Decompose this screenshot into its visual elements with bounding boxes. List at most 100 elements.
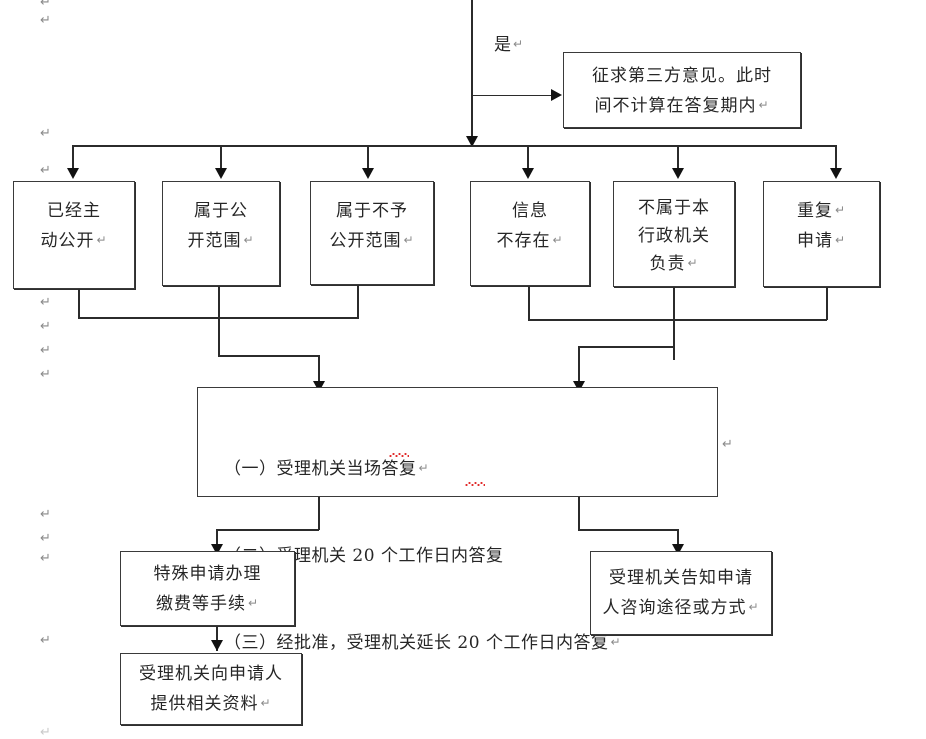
merge-stem-box5 (673, 287, 675, 360)
bottom-right-arrowhead (672, 544, 684, 555)
paragraph-mark: ↵ (834, 203, 847, 217)
paragraph-mark: ↵ (40, 163, 51, 178)
third-party-arrowhead (551, 89, 562, 101)
box-line: 开范围↵ (187, 226, 254, 256)
box-within-public-scope: 属于公 开范围↵ (162, 181, 280, 286)
paragraph-mark: ↵ (247, 595, 260, 610)
paragraph-mark: ↵ (748, 600, 760, 614)
box-reply-methods: （一）受理机关当场答复↵ （二）受理机关 20 个工作日内答复 （三）经批准，受… (197, 387, 718, 653)
merge-stem-box1 (78, 289, 80, 318)
box-line-text: 负责 (649, 254, 686, 274)
box-line: 申请↵ (797, 226, 846, 256)
paragraph-mark: ↵ (260, 696, 272, 710)
box-line: 提供相关资料↵ (150, 689, 271, 719)
bottom-right-drop (677, 529, 679, 552)
paragraph-mark: ↵ (40, 531, 51, 546)
box-line: 已经主 (47, 201, 101, 221)
paragraph-mark: ↵ (418, 461, 430, 475)
box-line-text: 公开范围 (329, 231, 402, 251)
box-line: 负责↵ (649, 250, 698, 278)
box-line: 重复↵ (797, 196, 846, 226)
drop-line-5 (677, 145, 679, 172)
drop-arrow-5 (672, 168, 684, 179)
drop-arrow-1 (67, 168, 79, 179)
main-spine-line (471, 0, 473, 145)
bottom-left-drop (216, 529, 218, 552)
box-special-application-fees: 特殊申请办理 缴费等手续↵ (120, 551, 295, 626)
box-line: 属于公 (194, 201, 248, 221)
box-line-text: 开范围 (187, 231, 242, 251)
box-line: 缴费等手续↵ (156, 589, 259, 619)
reply-item-text: （三）经批准，受理机关延长 20 个工作日内答复 (224, 633, 609, 653)
box-line: 属于不予 (336, 201, 408, 221)
paragraph-mark: ↵ (40, 633, 51, 648)
paragraph-mark: ↵ (40, 319, 51, 334)
right-feed-drop (578, 346, 580, 386)
box-line-text: 提供相关资料 (150, 694, 259, 714)
drop-arrow-3 (362, 168, 374, 179)
yes-branch-label: 是↵ (494, 30, 523, 55)
box-not-our-agency: 不属于本 行政机关 负责↵ (613, 181, 735, 287)
box-line: 动公开↵ (40, 226, 107, 256)
drop-arrow-4 (522, 168, 534, 179)
box-non-disclosure-scope: 属于不予 公开范围↵ (310, 181, 434, 285)
paragraph-mark: ↵ (40, 725, 51, 739)
bottom-left-chain-arrowhead (211, 640, 223, 651)
third-party-branch-line (471, 95, 554, 96)
bottom-left-arrowhead (211, 544, 223, 555)
box-info-not-exist: 信息 不存在↵ (470, 181, 590, 286)
box-line-text: 重复 (796, 201, 833, 221)
bottom-right-bar (578, 529, 678, 531)
paragraph-mark: ↵ (834, 233, 847, 247)
drop-line-6 (835, 145, 837, 172)
yes-branch-text: 是 (494, 35, 511, 55)
box-line: 公开范围↵ (329, 226, 414, 256)
box-third-party-opinion: 征求第三方意见。此时 间不计算在答复期内↵ (563, 52, 801, 128)
box-line: 受理机关告知申请 (609, 568, 753, 588)
box-agency-provides-materials: 受理机关向申请人 提供相关资料↵ (120, 653, 302, 725)
paragraph-mark: ↵ (722, 437, 733, 452)
box-line-text: 缴费等手续 (155, 593, 246, 614)
merge-stem-box3 (357, 285, 359, 318)
right-feed-bar (578, 346, 674, 348)
merge-stem-box2 (218, 286, 220, 356)
box-line: 受理机关向申请人 (139, 664, 283, 684)
paragraph-mark: ↵ (513, 37, 524, 51)
reply-item: （三）经批准，受理机关延长 20 个工作日内答复↵ (224, 629, 717, 658)
reply-item: （一）受理机关当场答复↵ (224, 455, 717, 484)
paragraph-mark: ↵ (40, 13, 51, 28)
drop-line-3 (367, 145, 369, 172)
paragraph-mark: ↵ (40, 295, 51, 310)
box-line-text: 不存在 (496, 231, 551, 251)
paragraph-mark: ↵ (40, 507, 51, 522)
paragraph-mark: ↵ (96, 233, 108, 247)
paragraph-mark: ↵ (40, 551, 51, 566)
box-line-text: 动公开 (40, 231, 95, 251)
box-line: 信息 (512, 201, 548, 221)
paragraph-mark: ↵ (758, 98, 770, 112)
box-already-public: 已经主 动公开↵ (13, 181, 135, 289)
merge-stem-box4 (528, 286, 530, 320)
distribution-bar (72, 145, 836, 147)
left-feed-bar (218, 355, 319, 357)
drop-line-1 (72, 145, 74, 172)
right-feed-arrowhead (573, 381, 585, 392)
paragraph-mark: ↵ (40, 0, 51, 10)
drop-line-2 (220, 145, 222, 172)
box-line-text: 间不计算在答复期内 (594, 96, 757, 116)
paragraph-mark: ↵ (243, 233, 255, 247)
box-line: 不存在↵ (496, 226, 563, 256)
box-line: 特殊申请办理 (153, 563, 262, 584)
box-line-text: 人咨询途径或方式 (602, 598, 747, 618)
drop-line-4 (527, 145, 529, 172)
merge-bar-right (528, 319, 827, 321)
paragraph-mark: ↵ (552, 233, 564, 247)
box-duplicate-request: 重复↵ 申请↵ (763, 181, 880, 287)
paragraph-mark: ↵ (610, 635, 622, 649)
main-spine-arrowhead (466, 136, 478, 147)
drop-arrow-2 (215, 168, 227, 179)
paragraph-mark: ↵ (687, 256, 699, 270)
box-line: 行政机关 (638, 226, 710, 246)
left-feed-drop (318, 355, 320, 386)
